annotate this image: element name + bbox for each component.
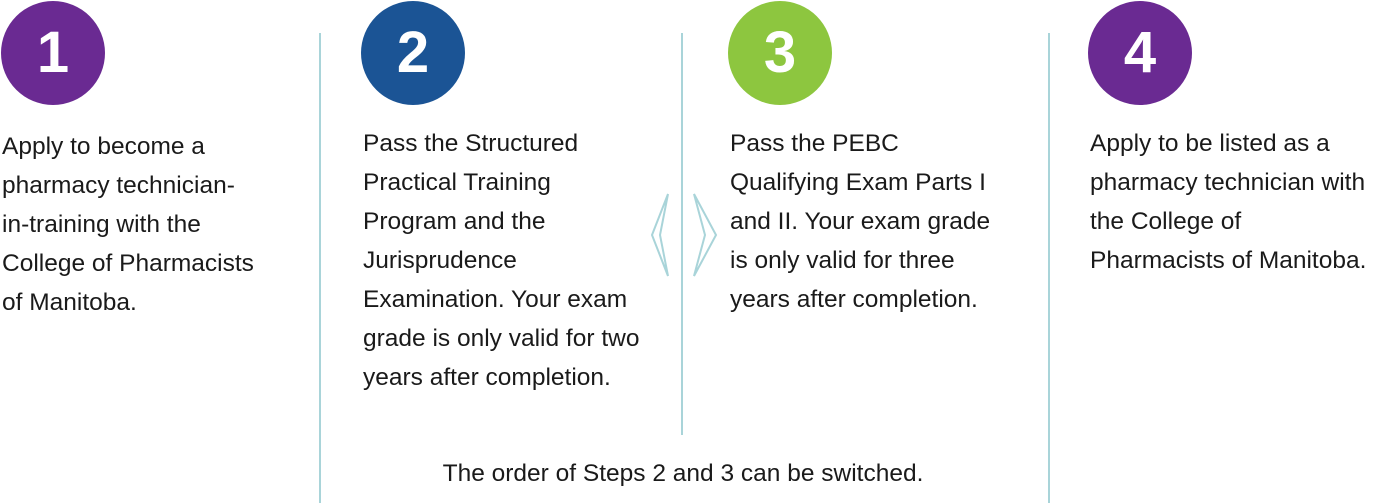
steps-order-note: The order of Steps 2 and 3 can be switch… [442,460,924,487]
step-1-number-circle: 1 [1,1,105,105]
divider-3-4 [1048,33,1050,503]
step-2-description: Pass the Structured Practical Training P… [363,130,640,391]
step-2-number: 2 [396,20,430,85]
chevron-right-icon [693,193,718,277]
divider-1-2 [319,33,321,503]
step-3-number: 3 [763,20,797,85]
step-4-number: 4 [1123,20,1157,85]
step-2-number-circle: 2 [361,1,465,105]
swap-chevrons-icon [650,193,718,277]
step-4-number-circle: 4 [1088,1,1192,105]
chevron-left-icon [650,193,669,277]
step-3-description: Pass the PEBC Qualifying Exam Parts I an… [730,130,991,313]
step-3-number-circle: 3 [728,1,832,105]
step-1-description: Apply to become a pharmacy technician- i… [2,133,254,316]
step-1-number: 1 [36,20,70,85]
step-4-description: Apply to be listed as a pharmacy technic… [1090,130,1367,274]
divider-2-3 [681,33,683,435]
